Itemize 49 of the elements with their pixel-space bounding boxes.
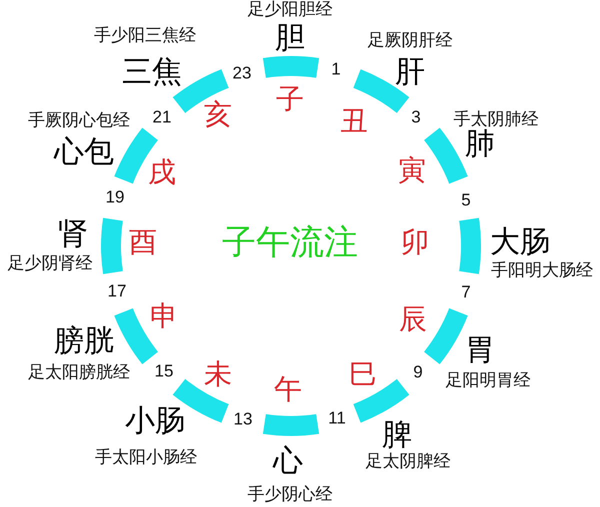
hour-number: 19 xyxy=(106,188,124,208)
hour-number: 5 xyxy=(461,192,471,210)
branch-label: 辰 xyxy=(399,304,427,336)
branch-label: 寅 xyxy=(398,156,426,186)
meridian-label: 手少阴心经 xyxy=(248,486,332,504)
branch-label: 巳 xyxy=(349,360,377,390)
hour-number: 3 xyxy=(411,108,421,128)
organ-label: 心 xyxy=(273,444,303,478)
organ-label: 胃 xyxy=(465,334,495,366)
meridian-label: 手厥阴心包经 xyxy=(28,112,130,130)
meridian-label: 足少阴肾经 xyxy=(8,254,92,274)
branch-label: 亥 xyxy=(204,100,232,130)
meridian-label: 手太阴肺经 xyxy=(454,110,538,130)
organ-label: 三焦 xyxy=(122,56,182,88)
meridian-label: 足阳明胃经 xyxy=(446,372,530,390)
organ-label: 大肠 xyxy=(490,226,550,258)
meridian-label: 足太阳膀胱经 xyxy=(28,364,130,382)
meridian-label: 足厥阴肝经 xyxy=(368,32,452,50)
hour-number: 15 xyxy=(154,362,174,382)
organ-label: 心包 xyxy=(54,136,114,168)
branch-label: 卯 xyxy=(401,228,429,258)
branch-label: 午 xyxy=(274,374,302,406)
hour-number: 9 xyxy=(413,364,423,382)
branch-label: 戌 xyxy=(148,158,176,188)
organ-label: 肾 xyxy=(58,218,88,250)
meridian-label: 足少阳胆经 xyxy=(248,0,332,20)
hour-number: 11 xyxy=(328,410,346,428)
meridian-label: 手阳明大肠经 xyxy=(491,262,593,280)
hour-number: 7 xyxy=(461,284,471,302)
organ-label: 肝 xyxy=(395,56,425,88)
hour-number: 1 xyxy=(331,60,341,80)
branch-label: 申 xyxy=(150,302,178,332)
meridian-label: 手少阳三焦经 xyxy=(94,26,196,46)
hour-number: 21 xyxy=(152,108,172,128)
meridian-label: 手太阳小肠经 xyxy=(95,448,197,468)
diagram-title: 子午流注 xyxy=(222,224,358,262)
organ-label: 肺 xyxy=(465,128,495,160)
organ-label: 脾 xyxy=(382,418,412,452)
organ-label: 胆 xyxy=(275,22,305,54)
meridian-label: 足太阴脾经 xyxy=(366,452,450,472)
branch-label: 酉 xyxy=(129,228,157,258)
branch-label: 丑 xyxy=(340,106,368,138)
hour-number: 17 xyxy=(108,282,126,302)
organ-label: 膀胱 xyxy=(54,324,114,358)
hour-number: 13 xyxy=(234,410,252,430)
branch-label: 未 xyxy=(204,360,232,390)
organ-label: 小肠 xyxy=(125,404,185,438)
hour-number: 23 xyxy=(232,64,252,84)
branch-label: 子 xyxy=(276,84,304,116)
